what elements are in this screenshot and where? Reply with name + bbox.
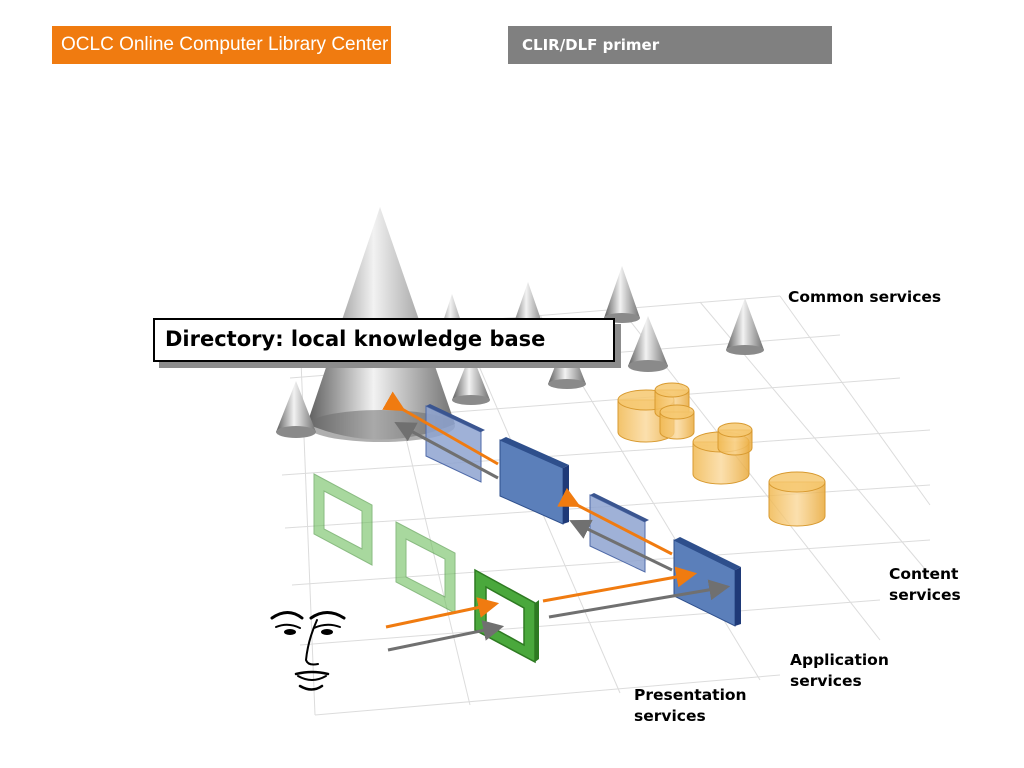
arrow-icon bbox=[557, 487, 673, 556]
arrow-icon bbox=[387, 620, 505, 652]
common-services-label: Common services bbox=[788, 287, 941, 308]
arrow-icon bbox=[385, 597, 500, 629]
cone-icon bbox=[628, 316, 668, 372]
panel-icon bbox=[673, 537, 741, 627]
presentation-services-label-line2: services bbox=[634, 707, 706, 725]
frame-icon bbox=[313, 473, 373, 566]
arrow-icon bbox=[569, 519, 673, 572]
content-services-label-line2: services bbox=[889, 586, 961, 604]
application-services-label-line1: Application bbox=[790, 651, 889, 669]
arrow-icon bbox=[548, 579, 731, 619]
arrow-icon bbox=[394, 422, 499, 480]
oclc-brand-banner: OCLC Online Computer Library Center bbox=[52, 26, 391, 64]
cone-icon bbox=[452, 352, 490, 405]
directory-callout: Directory: local knowledge base bbox=[153, 318, 615, 362]
content-services-cylinders bbox=[617, 382, 826, 527]
panel-icon bbox=[499, 437, 569, 525]
cylinder-icon bbox=[659, 404, 695, 440]
presentation-services-frames bbox=[313, 473, 539, 664]
cone-icon bbox=[604, 266, 640, 323]
request-response-arrows bbox=[382, 391, 731, 652]
face-icon bbox=[270, 611, 346, 691]
presentation-services-label: Presentation services bbox=[634, 685, 747, 727]
application-services-label-line2: services bbox=[790, 672, 862, 690]
arrow-icon bbox=[542, 566, 698, 603]
frame-icon bbox=[395, 521, 456, 614]
arrow-icon bbox=[382, 391, 499, 466]
cylinder-icon bbox=[717, 422, 753, 456]
content-services-label: Content services bbox=[889, 564, 961, 606]
application-services-label: Application services bbox=[790, 650, 889, 692]
cone-icon bbox=[726, 298, 764, 355]
cone-icon bbox=[276, 381, 316, 438]
application-services-panels bbox=[425, 404, 741, 627]
panel-icon bbox=[589, 493, 649, 573]
content-services-label-line1: Content bbox=[889, 565, 959, 583]
primer-title-banner: CLIR/DLF primer bbox=[508, 26, 832, 64]
common-services-label-line: Common services bbox=[788, 288, 942, 306]
frame-icon bbox=[474, 568, 539, 664]
cylinder-icon bbox=[768, 471, 826, 527]
presentation-services-label-line1: Presentation bbox=[634, 686, 747, 704]
